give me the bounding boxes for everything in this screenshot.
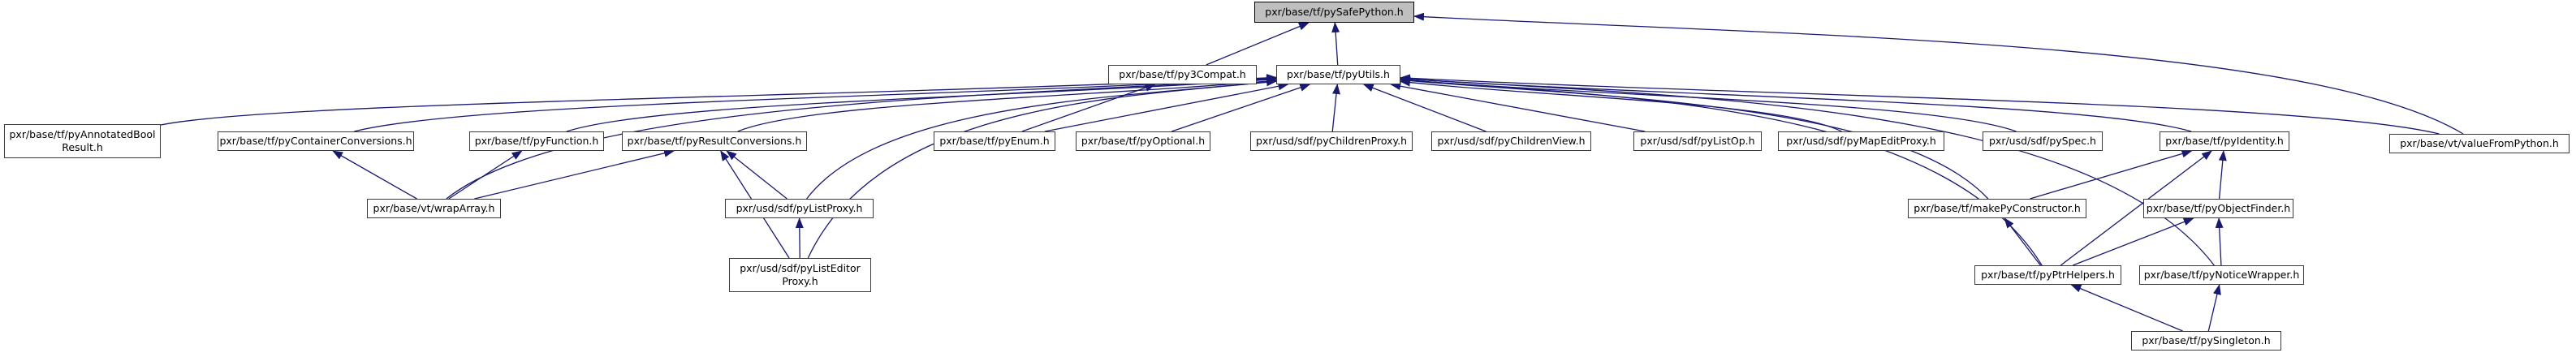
include-edge-pyObjectFinder-to-pyIdentity xyxy=(2218,150,2227,200)
graph-node-pySingleton[interactable]: pxr/base/tf/pySingleton.h xyxy=(2131,331,2281,351)
graph-node-pyUtils[interactable]: pxr/base/tf/pyUtils.h xyxy=(1276,65,1400,84)
include-edge-pyChildrenProxy-to-pyUtils xyxy=(1331,84,1340,132)
include-edge-wrapArray-to-pyContainerConversions xyxy=(332,150,417,200)
graph-node-pyFunction[interactable]: pxr/base/tf/pyFunction.h xyxy=(469,131,604,151)
graph-node-pyIdentity[interactable]: pxr/base/tf/pyIdentity.h xyxy=(2160,131,2289,151)
include-edge-pyEnum-to-pyUtils xyxy=(1044,82,1289,132)
include-edge-pyEnum-to-py3Compat xyxy=(1021,84,1156,132)
graph-node-pyChildrenView[interactable]: pxr/usd/sdf/pyChildrenView.h xyxy=(1431,131,1591,151)
graph-node-pyPtrHelpers[interactable]: pxr/base/tf/pyPtrHelpers.h xyxy=(1974,265,2121,285)
graph-node-pySpec[interactable]: pxr/usd/sdf/pySpec.h xyxy=(1983,131,2103,151)
include-edge-pySingleton-to-pyNoticeWrapper xyxy=(2207,284,2221,332)
graph-node-pyListOp[interactable]: pxr/usd/sdf/pyListOp.h xyxy=(1633,131,1762,151)
include-edge-pyMapEditProxy-to-pyUtils xyxy=(1400,78,1842,132)
include-edge-pyNoticeWrapper-to-pyObjectFinder xyxy=(2215,217,2224,266)
graph-node-pyListProxy[interactable]: pxr/usd/sdf/pyListProxy.h xyxy=(725,199,874,218)
graph-node-pyEnum[interactable]: pxr/base/tf/pyEnum.h xyxy=(934,131,1055,151)
graph-node-py3Compat[interactable]: pxr/base/tf/py3Compat.h xyxy=(1108,65,1257,84)
include-edge-wrapArray-to-pyUtils xyxy=(446,75,1277,200)
include-edge-pySingleton-to-pyPtrHelpers xyxy=(2070,284,2183,332)
graph-node-pyResultConversions[interactable]: pxr/base/tf/pyResultConversions.h xyxy=(622,131,807,151)
include-edge-pyChildrenView-to-pyUtils xyxy=(1362,84,1486,132)
graph-node-pySafePython[interactable]: pxr/base/tf/pySafePython.h xyxy=(1254,2,1414,23)
graph-node-pyOptional[interactable]: pxr/base/tf/pyOptional.h xyxy=(1076,131,1210,151)
include-edge-pyNoticeWrapper-to-pyUtils xyxy=(1400,75,2215,266)
include-edge-pyListOp-to-pyUtils xyxy=(1390,82,1646,132)
graph-node-valueFromPython[interactable]: pxr/base/vt/valueFromPython.h xyxy=(2389,134,2570,153)
graph-node-pyNoticeWrapper[interactable]: pxr/base/tf/pyNoticeWrapper.h xyxy=(2139,265,2304,285)
graph-node-makePyConstructor[interactable]: pxr/base/tf/makePyConstructor.h xyxy=(1908,199,2086,218)
include-edge-pyFunction-to-pyUtils xyxy=(566,75,1277,132)
include-edge-valueFromPython-to-pySafePython xyxy=(1413,12,2464,135)
include-edge-wrapArray-to-pyResultConversions xyxy=(474,148,675,200)
include-edge-makePyConstructor-to-pyIdentity xyxy=(2030,149,2193,200)
include-edge-makePyConstructor-to-pyUtils xyxy=(1400,76,1989,200)
include-edge-pyIdentity-to-pyUtils xyxy=(1400,75,2192,132)
include-edge-pyResultConversions-to-pyUtils xyxy=(737,77,1277,132)
include-edge-pyAnnotatedBoolResult-to-pyUtils xyxy=(160,74,1277,126)
graph-node-pyContainerConversions[interactable]: pxr/base/tf/pyContainerConversions.h xyxy=(218,131,414,151)
graph-node-pyChildrenProxy[interactable]: pxr/usd/sdf/pyChildrenProxy.h xyxy=(1250,131,1413,151)
graph-node-pyAnnotatedBoolResult[interactable]: pxr/base/tf/pyAnnotatedBool Result.h xyxy=(4,124,161,158)
include-edge-pyPtrHelpers-to-pyObjectFinder xyxy=(2072,217,2194,266)
graph-node-pyListEditorProxy[interactable]: pxr/usd/sdf/pyListEditor Proxy.h xyxy=(729,258,871,292)
graph-node-wrapArray[interactable]: pxr/base/vt/wrapArray.h xyxy=(367,199,501,218)
include-edge-pyUtils-to-pySafePython xyxy=(1331,22,1340,66)
include-edge-pyListProxy-to-pyResultConversions xyxy=(726,150,787,200)
graph-node-pyMapEditProxy[interactable]: pxr/usd/sdf/pyMapEditProxy.h xyxy=(1778,131,1944,151)
include-edge-pyOptional-to-pyUtils xyxy=(1171,84,1311,132)
include-edge-pyContainerConversions-to-pyUtils xyxy=(354,74,1277,132)
include-edge-valueFromPython-to-pyUtils xyxy=(1400,74,2440,135)
include-edge-py3Compat-to-pySafePython xyxy=(1206,22,1310,66)
include-edge-pyPtrHelpers-to-pyIdentity xyxy=(2060,150,2212,266)
graph-node-pyObjectFinder[interactable]: pxr/base/tf/pyObjectFinder.h xyxy=(2143,199,2293,218)
